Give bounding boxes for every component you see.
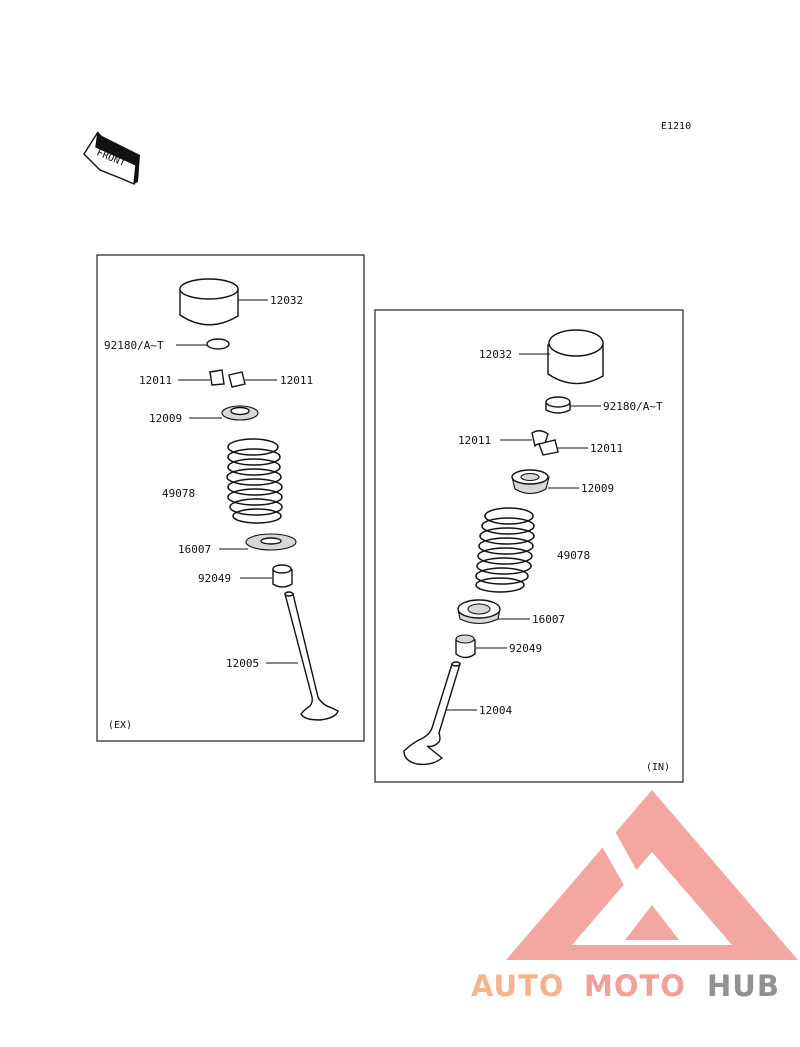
intake-seat-label: 16007 — [532, 613, 565, 626]
exhaust-cotter-part — [209, 369, 246, 388]
intake-seal-part — [455, 634, 476, 659]
diagram-code: E1210 — [661, 121, 691, 132]
exhaust-shim-label: 92180/A~T — [104, 339, 164, 352]
exhaust-valve-part — [284, 591, 339, 721]
intake-cotter-part — [531, 430, 559, 456]
exhaust-seal-part — [272, 564, 293, 588]
exhaust-shim-part — [206, 338, 230, 350]
front-arrow-icon: FRONT — [83, 131, 140, 186]
exhaust-seat-label: 16007 — [178, 543, 211, 556]
exhaust-spring-label: 49078 — [162, 487, 195, 500]
intake-shim-label: 92180/A~T — [603, 400, 663, 413]
exhaust-retainer-label: 12009 — [149, 412, 182, 425]
exhaust-panel: 12032 92180/A~T 12011 12011 12009 — [96, 254, 365, 742]
exhaust-seat-part — [245, 533, 297, 551]
brand-text-part1: AUTO — [471, 969, 565, 1003]
intake-seat-part — [457, 599, 501, 625]
logo-icon — [506, 790, 798, 960]
exhaust-tappet-label: 12032 — [270, 294, 303, 307]
intake-retainer-label: 12009 — [581, 482, 614, 495]
exhaust-cotter-right-label: 12011 — [280, 374, 313, 387]
intake-cotter-right-label: 12011 — [590, 442, 623, 455]
intake-panel: 12032 92180/A~T 12011 12011 12009 — [374, 309, 684, 783]
automotohub-logo: AUTO MOTO HUB — [471, 790, 798, 1003]
intake-panel-frame — [374, 309, 684, 783]
intake-tappet-label: 12032 — [479, 348, 512, 361]
exhaust-tappet-part — [179, 278, 239, 326]
exhaust-cotter-left-label: 12011 — [139, 374, 172, 387]
intake-retainer-part — [511, 469, 550, 495]
exhaust-spring-part — [226, 438, 283, 524]
brand-text-part2: MOTO — [584, 969, 686, 1003]
intake-seal-label: 92049 — [509, 642, 542, 655]
intake-spring-part — [475, 507, 535, 593]
intake-cotter-left-label: 12011 — [458, 434, 491, 447]
brand-text-part3: HUB — [707, 969, 780, 1003]
intake-valve-label: 12004 — [479, 704, 512, 717]
exhaust-panel-tag: (EX) — [108, 720, 132, 731]
exhaust-retainer-part — [221, 405, 259, 421]
intake-spring-label: 49078 — [557, 549, 590, 562]
exhaust-panel-frame — [96, 254, 365, 742]
intake-tappet-part — [547, 329, 604, 385]
exhaust-seal-label: 92049 — [198, 572, 231, 585]
intake-shim-part — [545, 396, 571, 414]
intake-panel-tag: (IN) — [646, 762, 670, 773]
intake-valve-part — [403, 661, 461, 766]
exhaust-valve-label: 12005 — [226, 657, 259, 670]
